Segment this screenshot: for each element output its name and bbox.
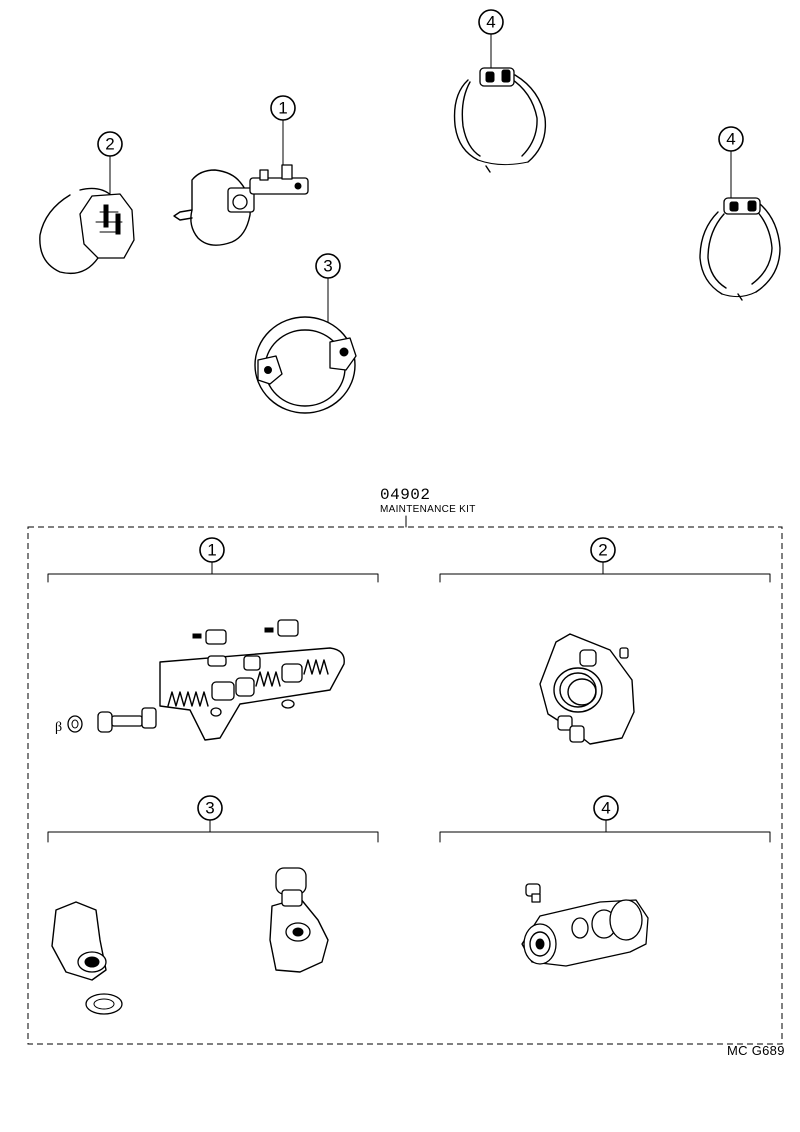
kit-name-label: MAINTENANCE KIT [380, 504, 476, 515]
svg-text:2: 2 [598, 541, 607, 560]
rear-brake-shoe-assembly-center [453, 67, 547, 173]
rear-brake-shoe-assembly-right [699, 197, 781, 301]
svg-text:3: 3 [323, 257, 332, 276]
small-mark-label: β [55, 720, 62, 735]
master-cylinder-kit-parts: β [55, 619, 345, 741]
svg-text:4: 4 [601, 799, 610, 818]
svg-text:4: 4 [486, 13, 495, 32]
kit-dashed-border [27, 526, 783, 1045]
callout-3-kit[interactable]: 3 [197, 795, 223, 821]
kit-section-1-bracket [47, 561, 379, 583]
kit-section-2-bracket [439, 561, 771, 583]
rear-disc-brake-assembly [254, 316, 357, 414]
brake-booster-master-cylinder-assembly [173, 164, 309, 246]
svg-text:3: 3 [205, 799, 214, 818]
rear-caliper-kit-parts [51, 867, 329, 1015]
callout-3-top[interactable]: 3 [315, 253, 341, 323]
front-disc-brake-caliper-assembly [39, 187, 135, 275]
callout-4-top-right[interactable]: 4 [718, 126, 744, 201]
callout-1-kit[interactable]: 1 [199, 537, 225, 563]
caliper-kit-parts [539, 633, 635, 745]
callout-2-kit[interactable]: 2 [590, 537, 616, 563]
kit-section-4-bracket [439, 819, 771, 843]
callout-2-top[interactable]: 2 [97, 131, 123, 197]
drawing-code: MC G689 [727, 1043, 785, 1058]
wheel-cylinder-kit-parts [521, 883, 649, 967]
callout-4-top-center[interactable]: 4 [478, 9, 504, 69]
svg-text:4: 4 [726, 130, 735, 149]
svg-text:2: 2 [105, 135, 114, 154]
kit-section-3-bracket [47, 819, 379, 843]
svg-text:1: 1 [207, 541, 216, 560]
callout-1-top[interactable]: 1 [270, 95, 296, 171]
svg-text:1: 1 [278, 99, 287, 118]
kit-part-number: 04902 [380, 486, 431, 504]
callout-4-kit[interactable]: 4 [593, 795, 619, 821]
